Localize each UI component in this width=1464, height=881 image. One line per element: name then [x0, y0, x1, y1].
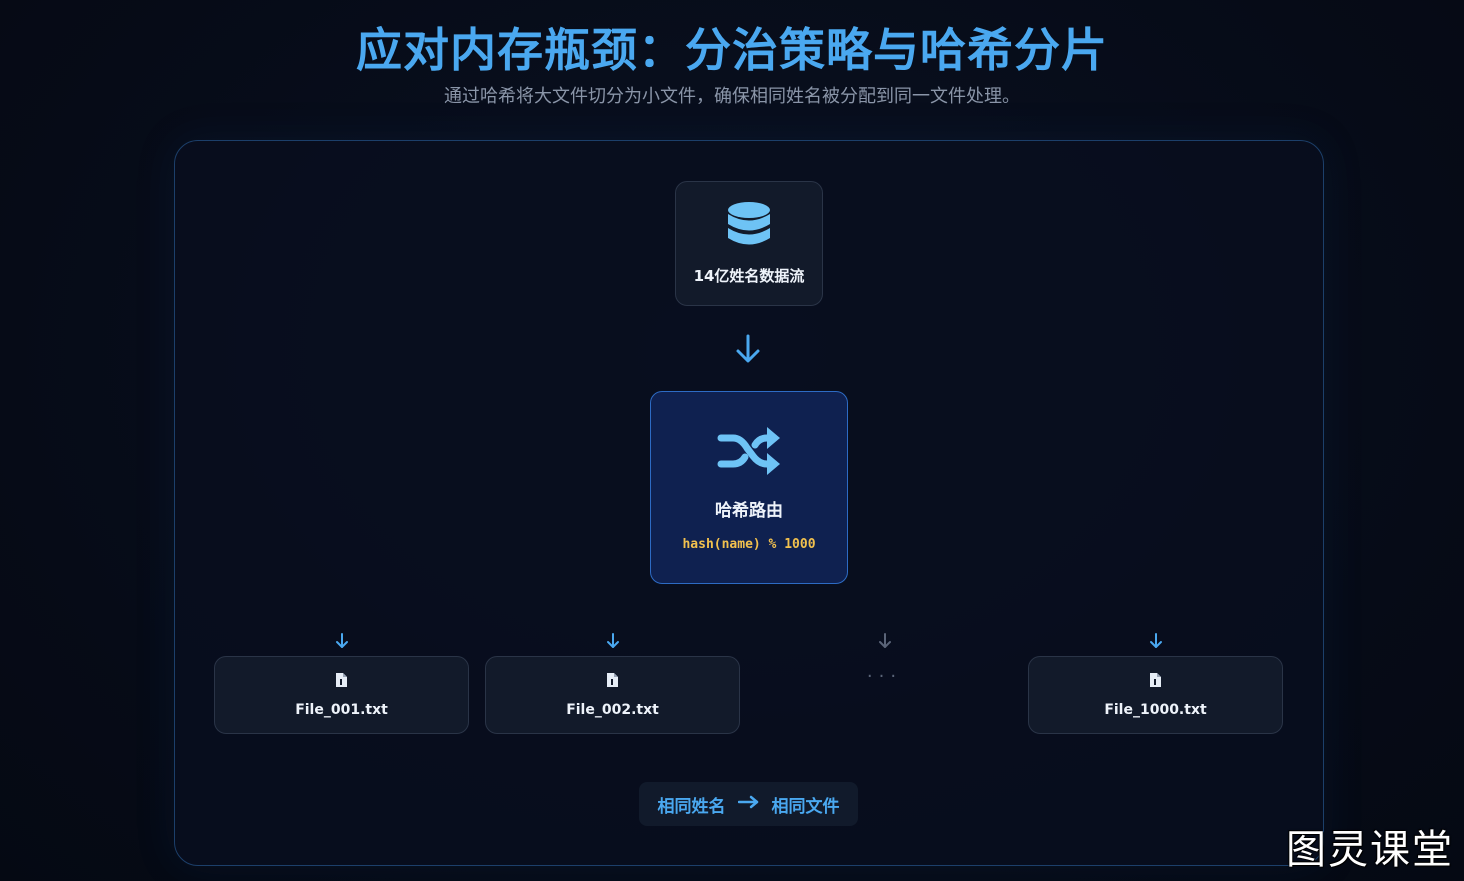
legend-left-label: 相同姓名: [657, 796, 726, 817]
file-column: File_002.txt: [485, 630, 740, 734]
arrow-down-icon: [733, 333, 763, 369]
legend-badge: 相同姓名 相同文件: [639, 782, 858, 826]
watermark: 图灵课堂: [1286, 827, 1454, 873]
shard-file-card: File_1000.txt: [1028, 656, 1283, 734]
file-name: File_1000.txt: [1104, 702, 1207, 718]
router-formula: hash(name) % 1000: [682, 536, 816, 552]
legend-right-label: 相同文件: [771, 796, 840, 817]
shard-file-card: File_002.txt: [485, 656, 740, 734]
ellipsis: ···: [866, 666, 903, 687]
file-column: File_001.txt: [214, 630, 469, 734]
router-label: 哈希路由: [715, 500, 783, 521]
source-node: 14亿姓名数据流: [675, 181, 823, 306]
database-icon: [726, 201, 772, 255]
page-title: 应对内存瓶颈：分治策略与哈希分片: [356, 23, 1108, 77]
source-label: 14亿姓名数据流: [693, 267, 805, 285]
hash-router-node: 哈希路由 hash(name) % 1000: [650, 391, 848, 584]
file-name: File_002.txt: [566, 702, 659, 718]
file-name: File_001.txt: [295, 702, 388, 718]
file-icon: [1149, 672, 1162, 692]
shuffle-icon: [717, 424, 781, 482]
file-column: File_1000.txt: [1028, 630, 1283, 734]
arrow-down-icon: [1148, 632, 1164, 654]
file-icon: [606, 672, 619, 692]
shard-file-card: File_001.txt: [214, 656, 469, 734]
file-icon: [335, 672, 348, 692]
arrow-down-icon: [877, 632, 893, 654]
arrow-down-icon: [334, 632, 350, 654]
arrow-right-icon: [737, 794, 760, 814]
page-subtitle: 通过哈希将大文件切分为小文件，确保相同姓名被分配到同一文件处理。: [444, 86, 1020, 107]
arrow-down-icon: [605, 632, 621, 654]
ellipsis-column: ···: [757, 630, 1012, 734]
